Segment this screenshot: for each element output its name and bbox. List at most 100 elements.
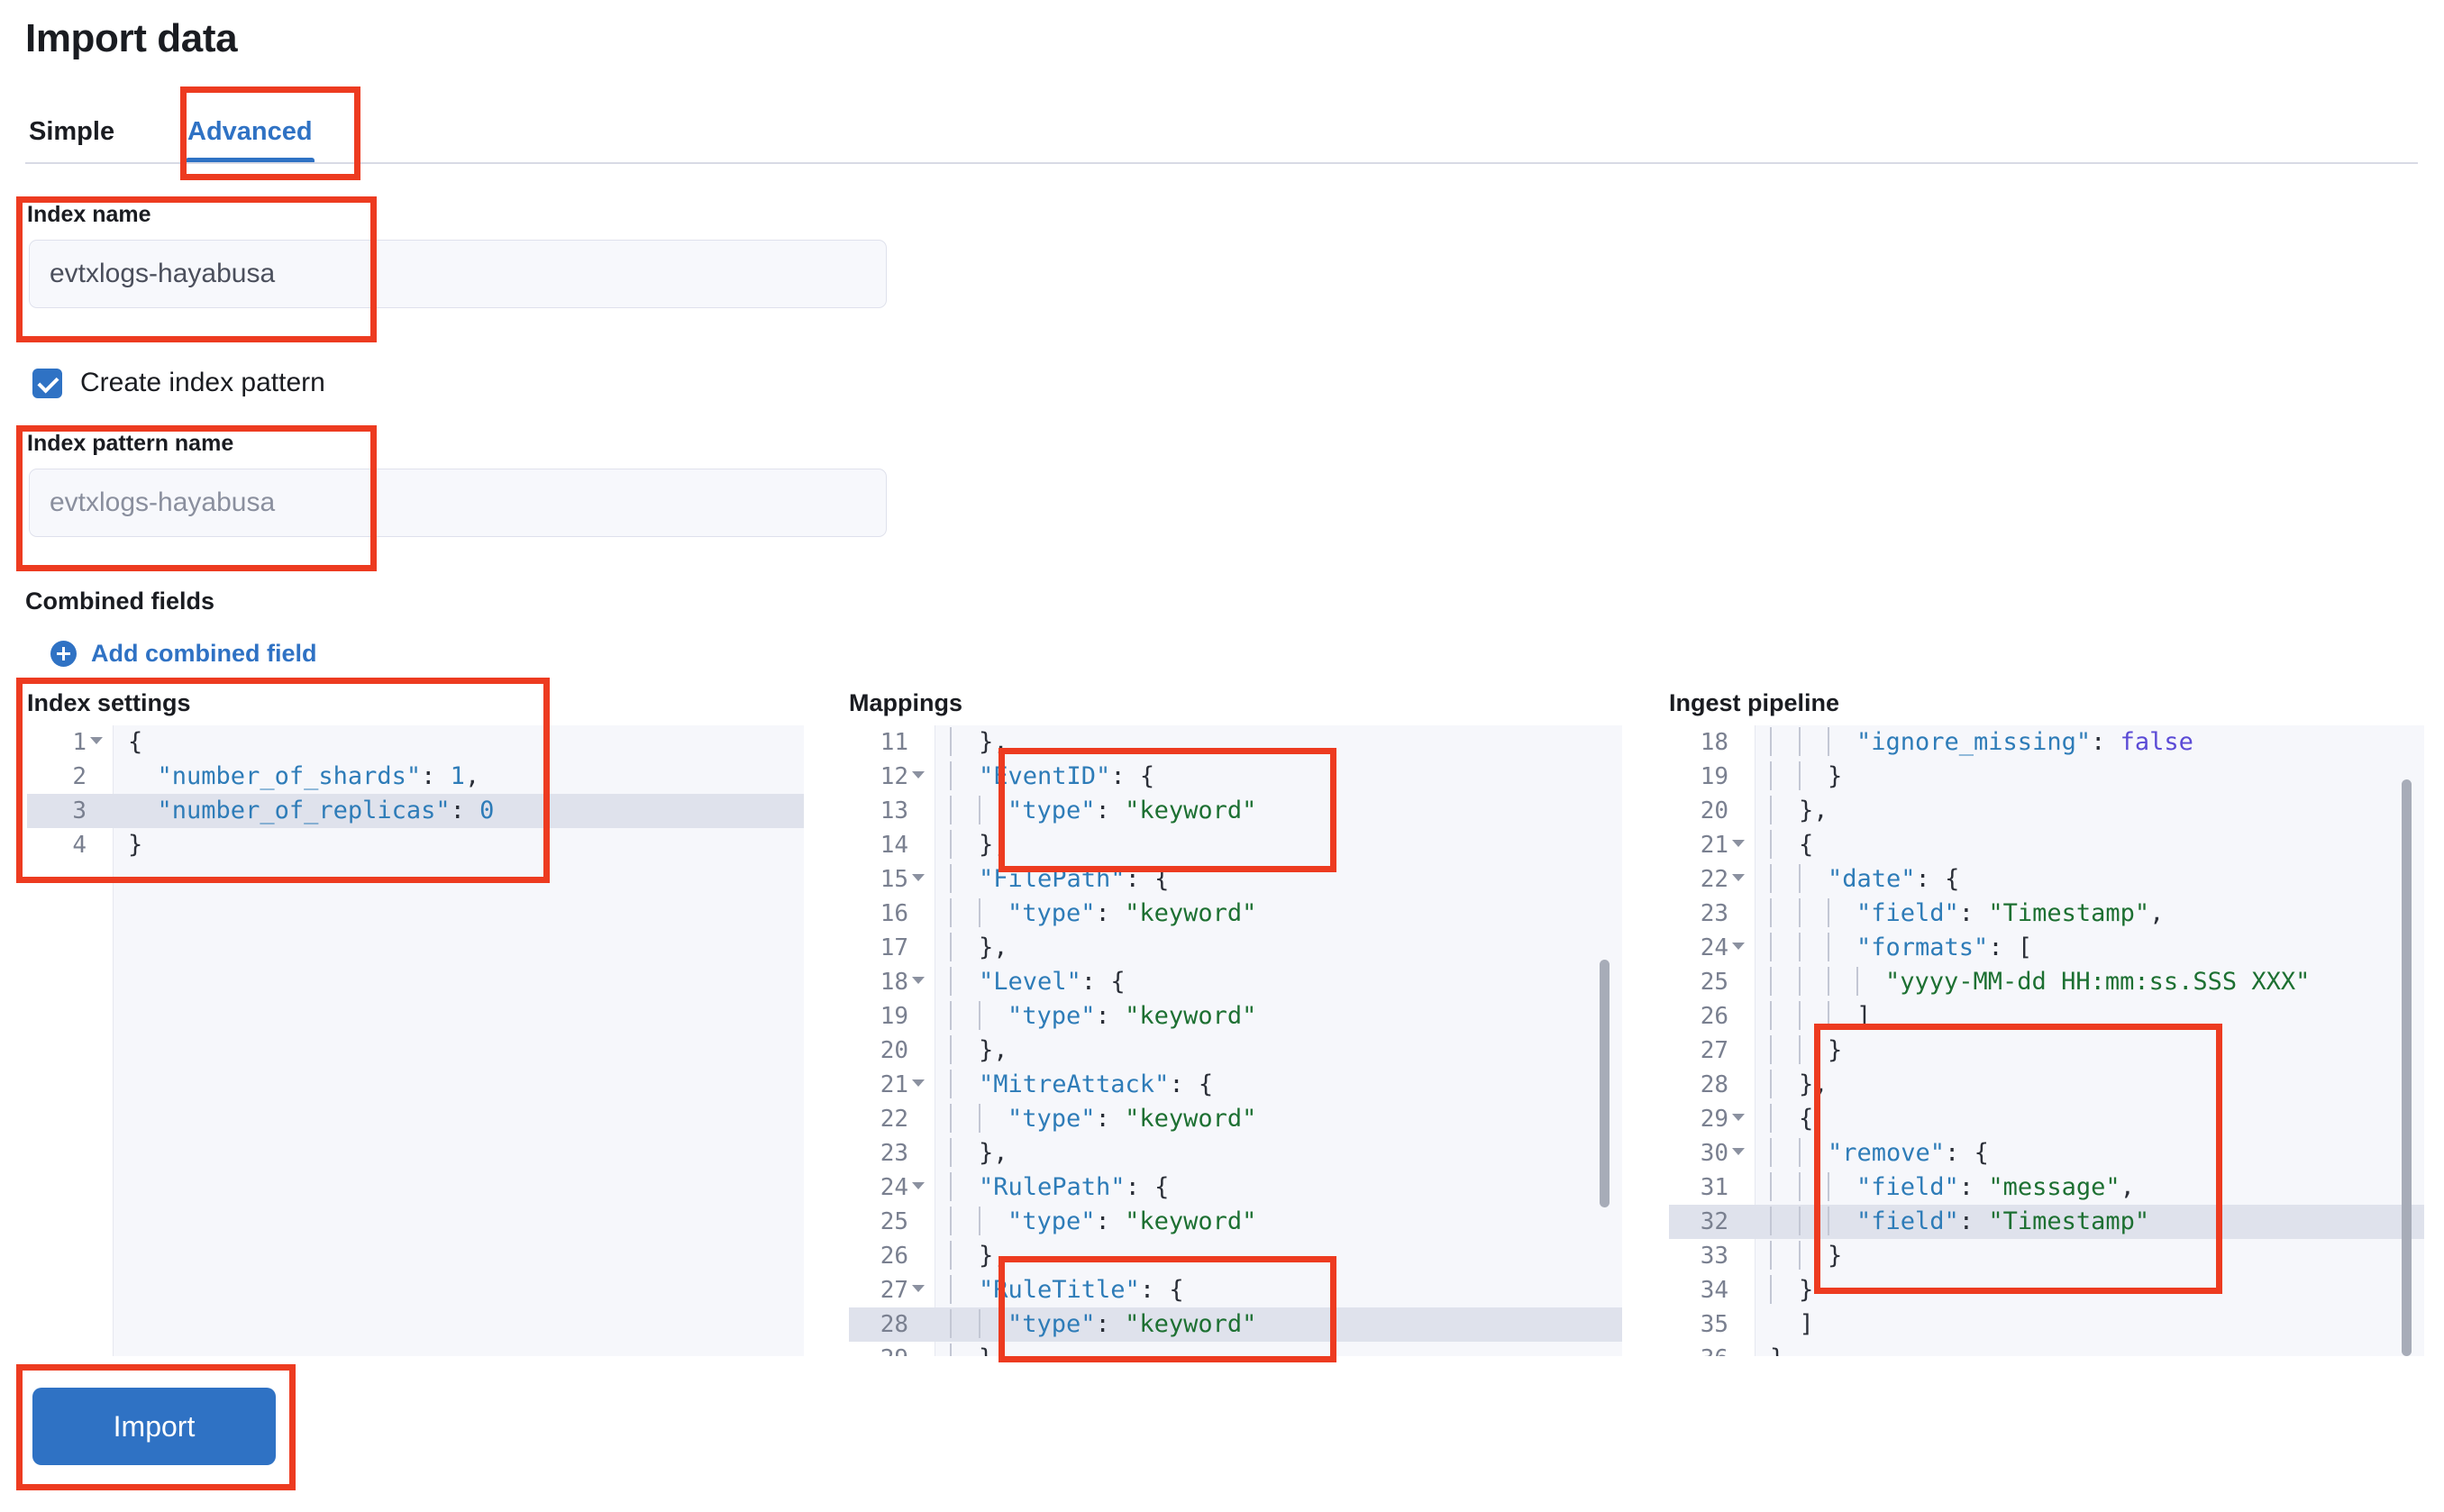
fold-arrow-icon[interactable]: [1732, 874, 1745, 881]
indent-guide: [950, 864, 952, 893]
editor-line[interactable]: 27}: [1669, 1034, 2424, 1068]
fold-arrow-icon[interactable]: [1732, 943, 1745, 950]
editor-line[interactable]: 26]: [1669, 999, 2424, 1034]
editor-line[interactable]: 27"RuleTitle": {: [849, 1273, 1622, 1307]
editor-line[interactable]: 3 "number_of_replicas": 0: [27, 794, 804, 828]
indent-guide: [1770, 898, 1772, 927]
editor-line[interactable]: 21{: [1669, 828, 2424, 862]
editor-line[interactable]: 36}: [1669, 1342, 2424, 1356]
editor-line[interactable]: 26},: [849, 1239, 1622, 1273]
fold-arrow-icon[interactable]: [912, 977, 925, 984]
add-combined-field-label: Add combined field: [91, 640, 317, 667]
editor-line[interactable]: 33}: [1669, 1239, 2424, 1273]
editor-line[interactable]: 28},: [1669, 1068, 2424, 1102]
ingest-pipeline-scrollbar[interactable]: [2402, 779, 2412, 1356]
import-button[interactable]: Import: [32, 1388, 276, 1465]
create-index-pattern-checkbox[interactable]: [32, 368, 62, 398]
editor-line[interactable]: 4}: [27, 828, 804, 862]
editor-line[interactable]: 23"field": "Timestamp",: [1669, 897, 2424, 931]
editor-line[interactable]: 25"yyyy-MM-dd HH:mm:ss.SSS XXX": [1669, 965, 2424, 999]
editor-line[interactable]: 20},: [1669, 794, 2424, 828]
create-index-pattern-row[interactable]: Create index pattern: [32, 368, 325, 398]
indent-guide: [1799, 967, 1801, 996]
indent-guide: [1770, 1241, 1772, 1270]
editor-line[interactable]: 32"field": "Timestamp": [1669, 1205, 2424, 1239]
line-code: },: [1770, 1068, 1828, 1102]
line-number: 26: [1700, 1003, 1728, 1030]
line-number: 17: [880, 934, 908, 961]
indent-guide: [1828, 898, 1829, 927]
editor-line[interactable]: 14},: [849, 828, 1622, 862]
line-number: 13: [880, 797, 908, 824]
fold-arrow-icon[interactable]: [1732, 1148, 1745, 1155]
editor-line[interactable]: 19}: [1669, 760, 2424, 794]
editor-line[interactable]: 22"date": {: [1669, 862, 2424, 897]
line-code: },: [950, 1136, 1008, 1170]
index-name-input[interactable]: evtxlogs-hayabusa: [29, 240, 887, 308]
line-number: 23: [880, 1140, 908, 1167]
editor-line[interactable]: 18"ignore_missing": false: [1669, 725, 2424, 760]
editor-line[interactable]: 30"remove": {: [1669, 1136, 2424, 1170]
index-settings-editor[interactable]: 1{2 "number_of_shards": 1,3 "number_of_r…: [27, 725, 804, 1356]
editor-line[interactable]: 29},: [849, 1342, 1622, 1356]
editor-line[interactable]: 21"MitreAttack": {: [849, 1068, 1622, 1102]
add-combined-field-button[interactable]: Add combined field: [50, 640, 317, 668]
indent-guide: [950, 796, 952, 824]
line-number: 22: [1700, 866, 1728, 893]
editor-line[interactable]: 24"RulePath": {: [849, 1170, 1622, 1205]
line-code: "type": "keyword": [950, 1102, 1256, 1136]
editor-line[interactable]: 2 "number_of_shards": 1,: [27, 760, 804, 794]
editor-line[interactable]: 35 ]: [1669, 1307, 2424, 1342]
editor-line[interactable]: 18"Level": {: [849, 965, 1622, 999]
editor-line[interactable]: 25"type": "keyword": [849, 1205, 1622, 1239]
fold-arrow-icon[interactable]: [912, 1182, 925, 1189]
index-pattern-name-input[interactable]: evtxlogs-hayabusa: [29, 469, 887, 537]
fold-arrow-icon[interactable]: [1732, 1114, 1745, 1121]
line-code: "MitreAttack": {: [950, 1068, 1213, 1102]
indent-guide: [979, 796, 980, 824]
tab-advanced[interactable]: Advanced: [184, 99, 316, 164]
editor-line[interactable]: 11},: [849, 725, 1622, 760]
indent-guide: [1770, 761, 1772, 790]
editor-line[interactable]: 31"field": "message",: [1669, 1170, 2424, 1205]
mappings-editor[interactable]: 11},12"EventID": {13"type": "keyword"14}…: [849, 725, 1622, 1356]
mappings-scrollbar[interactable]: [1600, 960, 1610, 1207]
line-number: 27: [1700, 1037, 1728, 1064]
editor-line[interactable]: 23},: [849, 1136, 1622, 1170]
fold-arrow-icon[interactable]: [90, 737, 103, 744]
indent-guide: [1770, 864, 1772, 893]
editor-line[interactable]: 34}: [1669, 1273, 2424, 1307]
editor-line[interactable]: 13"type": "keyword": [849, 794, 1622, 828]
indent-guide: [1770, 1104, 1772, 1133]
indent-guide: [1770, 1138, 1772, 1167]
fold-arrow-icon[interactable]: [912, 771, 925, 779]
editor-line[interactable]: 1{: [27, 725, 804, 760]
fold-arrow-icon[interactable]: [912, 1079, 925, 1087]
fold-arrow-icon[interactable]: [1732, 840, 1745, 847]
editor-line[interactable]: 16"type": "keyword": [849, 897, 1622, 931]
line-number: 34: [1700, 1277, 1728, 1304]
indent-guide: [950, 1343, 952, 1356]
editor-line[interactable]: 24"formats": [: [1669, 931, 2424, 965]
fold-arrow-icon[interactable]: [912, 874, 925, 881]
indent-guide: [1770, 967, 1772, 996]
editor-line[interactable]: 20},: [849, 1034, 1622, 1068]
editor-line[interactable]: 29{: [1669, 1102, 2424, 1136]
page-title: Import data: [25, 16, 238, 60]
indent-guide: [950, 1104, 952, 1133]
indent-guide: [950, 1275, 952, 1304]
tab-simple[interactable]: Simple: [25, 99, 118, 164]
line-code: "type": "keyword": [950, 999, 1256, 1034]
indent-guide: [1828, 967, 1829, 996]
fold-arrow-icon[interactable]: [912, 1285, 925, 1292]
editor-line[interactable]: 12"EventID": {: [849, 760, 1622, 794]
line-code: }: [1770, 1239, 1842, 1273]
editor-line[interactable]: 19"type": "keyword": [849, 999, 1622, 1034]
mappings-title: Mappings: [849, 689, 962, 716]
line-code: "field": "message",: [1770, 1170, 2135, 1205]
editor-line[interactable]: 22"type": "keyword": [849, 1102, 1622, 1136]
editor-line[interactable]: 15"FilePath": {: [849, 862, 1622, 897]
editor-line[interactable]: 17},: [849, 931, 1622, 965]
editor-line[interactable]: 28"type": "keyword": [849, 1307, 1622, 1342]
